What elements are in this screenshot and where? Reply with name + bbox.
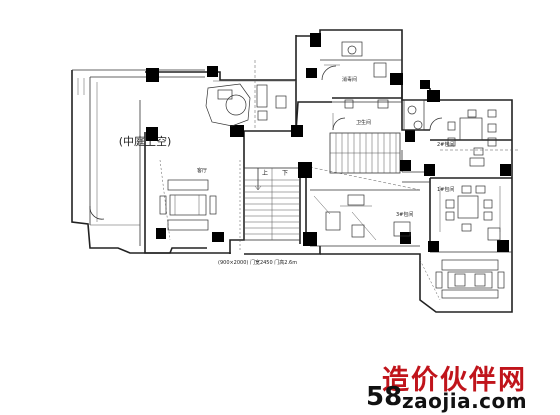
hall-furniture (159, 179, 217, 231)
room2-furniture (429, 109, 497, 167)
courtyard-void-area (71, 69, 207, 254)
room3-furniture (313, 194, 411, 241)
toilet-room (332, 99, 425, 131)
room1-label: 1#包间 (437, 186, 454, 193)
lounge-furniture (205, 80, 296, 127)
dimension-note: (900×2000) 门宽2450 门高2.6m (218, 259, 297, 266)
room2-label: 2#包间 (437, 141, 454, 148)
bottom-right-lounge (435, 259, 505, 299)
structural-columns (146, 33, 511, 252)
stairs (243, 132, 401, 241)
stair-up-label: 上 (262, 169, 268, 177)
guide-lines (159, 60, 520, 301)
stair-down-label: 下 (282, 170, 288, 177)
disinfection-room-label: 消毒间 (342, 76, 357, 83)
hall-label: 客厅 (197, 167, 207, 174)
disinfection-room (321, 41, 387, 81)
toilet-label: 卫生间 (356, 119, 371, 126)
room3-label: 3#包间 (396, 211, 413, 218)
room1-furniture (439, 185, 501, 241)
